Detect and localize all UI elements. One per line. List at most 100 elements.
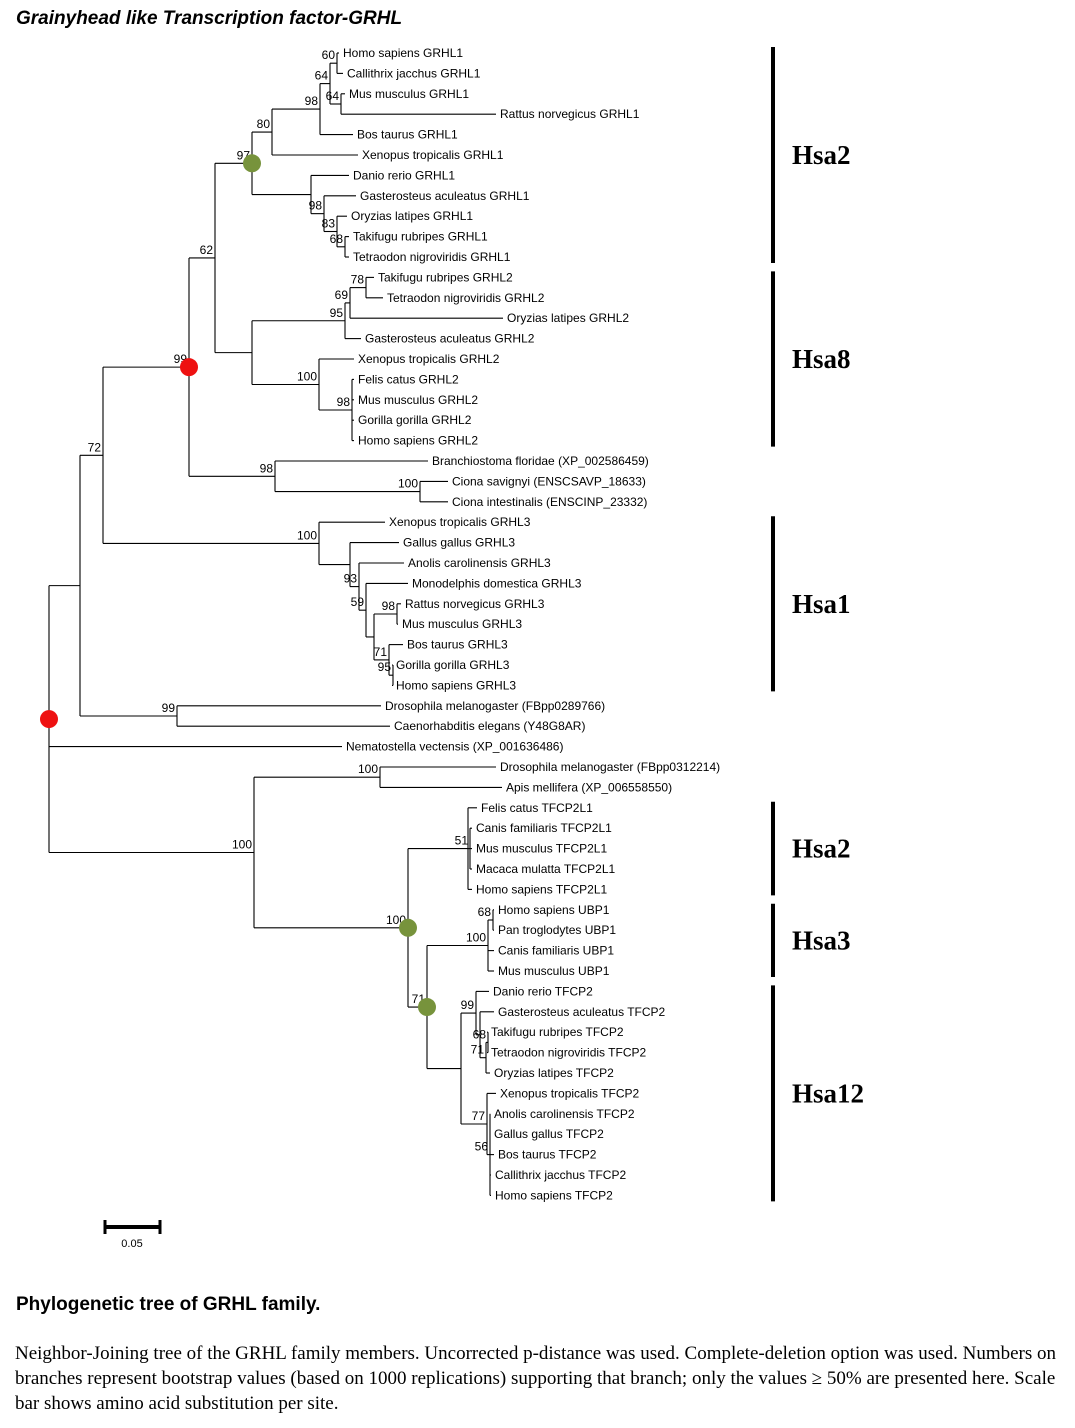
taxon-label: Gasterosteus aculeatus TFCP2 bbox=[498, 1005, 666, 1019]
taxon-label: Gallus gallus TFCP2 bbox=[494, 1127, 604, 1141]
taxon-label: Homo sapiens TFCP2L1 bbox=[476, 882, 608, 896]
taxon-label: Drosophila melanogaster (FBpp0312214) bbox=[500, 760, 720, 774]
clade-label: Hsa2 bbox=[792, 140, 851, 170]
taxon-label: Homo sapiens TFCP2 bbox=[495, 1188, 613, 1202]
taxon-label: Mus musculus UBP1 bbox=[498, 964, 610, 978]
taxon-label: Canis familiaris TFCP2L1 bbox=[476, 821, 612, 835]
figure-title: Grainyhead like Transcription factor-GRH… bbox=[16, 8, 403, 29]
taxon-label: Homo sapiens UBP1 bbox=[498, 903, 610, 917]
taxon-label: Anolis carolinensis GRHL3 bbox=[408, 556, 551, 570]
bootstrap-value: 68 bbox=[330, 232, 344, 246]
highlighted-node-dot bbox=[243, 154, 261, 173]
taxon-label: Bos taurus TFCP2 bbox=[498, 1148, 597, 1162]
bootstrap-value: 100 bbox=[466, 931, 486, 945]
taxon-label: Gallus gallus GRHL3 bbox=[403, 536, 515, 550]
taxon-label: Homo sapiens GRHL3 bbox=[396, 678, 516, 692]
taxon-label: Anolis carolinensis TFCP2 bbox=[494, 1107, 635, 1121]
scale-bar-label: 0.05 bbox=[121, 1238, 142, 1250]
taxon-label: Felis catus GRHL2 bbox=[358, 372, 459, 386]
taxon-label: Oryzias latipes TFCP2 bbox=[494, 1066, 614, 1080]
taxon-label: Bos taurus GRHL1 bbox=[357, 128, 458, 142]
bootstrap-value: 69 bbox=[335, 288, 349, 302]
bootstrap-value: 68 bbox=[478, 905, 492, 919]
taxon-label: Gorilla gorilla GRHL2 bbox=[358, 413, 472, 427]
taxon-label: Gasterosteus aculeatus GRHL1 bbox=[360, 189, 530, 203]
taxon-label: Homo sapiens GRHL1 bbox=[343, 46, 463, 60]
taxon-label: Nematostella vectensis (XP_001636486) bbox=[346, 740, 563, 754]
bootstrap-value: 60 bbox=[322, 48, 336, 62]
bootstrap-value: 62 bbox=[200, 243, 214, 257]
bootstrap-value: 68 bbox=[473, 1027, 487, 1041]
taxon-label: Xenopus tropicalis GRHL1 bbox=[362, 148, 504, 162]
taxon-label: Callithrix jacchus TFCP2 bbox=[495, 1168, 626, 1182]
bootstrap-value: 98 bbox=[382, 599, 396, 613]
caption-heading: Phylogenetic tree of GRHL family. bbox=[16, 1294, 321, 1315]
highlighted-node-dot bbox=[418, 998, 436, 1017]
taxon-label: Ciona savignyi (ENSCSAVP_18633) bbox=[452, 474, 646, 488]
highlighted-node-dot bbox=[40, 710, 58, 729]
bootstrap-value: 98 bbox=[305, 94, 319, 108]
taxon-label: Oryzias latipes GRHL1 bbox=[351, 209, 473, 223]
taxon-label: Bos taurus GRHL3 bbox=[407, 638, 508, 652]
taxon-label: Tetraodon nigroviridis TFCP2 bbox=[491, 1046, 647, 1060]
bootstrap-value: 95 bbox=[330, 306, 344, 320]
taxon-label: Apis mellifera (XP_006558550) bbox=[506, 780, 672, 794]
taxon-label: Oryzias latipes GRHL2 bbox=[507, 311, 629, 325]
taxon-label: Danio rerio TFCP2 bbox=[493, 984, 593, 998]
clade-label: Hsa2 bbox=[792, 834, 851, 864]
clade-label: Hsa1 bbox=[792, 589, 851, 619]
bootstrap-value: 100 bbox=[297, 528, 317, 542]
taxon-label: Monodelphis domestica GRHL3 bbox=[412, 576, 582, 590]
taxon-label: Takifugu rubripes GRHL2 bbox=[378, 270, 513, 284]
bootstrap-value: 71 bbox=[471, 1043, 485, 1057]
taxon-label: Rattus norvegicus GRHL1 bbox=[500, 107, 640, 121]
taxon-label: Rattus norvegicus GRHL3 bbox=[405, 597, 545, 611]
highlighted-nodes bbox=[40, 154, 436, 1017]
taxon-label: Mus musculus GRHL3 bbox=[402, 617, 522, 631]
taxon-label: Takifugu rubripes GRHL1 bbox=[353, 230, 488, 244]
taxon-label: Tetraodon nigroviridis GRHL1 bbox=[353, 250, 511, 264]
taxon-label: Homo sapiens GRHL2 bbox=[358, 434, 478, 448]
taxon-label: Gorilla gorilla GRHL3 bbox=[396, 658, 510, 672]
bootstrap-value: 95 bbox=[378, 660, 392, 674]
bootstrap-value: 78 bbox=[351, 273, 365, 287]
bootstrap-value: 100 bbox=[398, 477, 418, 491]
taxon-label: Drosophila melanogaster (FBpp0289766) bbox=[385, 699, 605, 713]
clade-label: Hsa12 bbox=[792, 1078, 864, 1108]
bootstrap-value: 64 bbox=[326, 89, 340, 103]
bootstrap-value: 59 bbox=[351, 595, 365, 609]
bootstrap-value: 93 bbox=[344, 572, 358, 586]
taxon-label: Tetraodon nigroviridis GRHL2 bbox=[387, 291, 545, 305]
bootstrap-value: 64 bbox=[315, 69, 329, 83]
bootstrap-value: 71 bbox=[374, 645, 388, 659]
taxon-label: Danio rerio GRHL1 bbox=[353, 168, 455, 182]
bootstrap-value: 100 bbox=[358, 762, 378, 776]
taxon-label: Takifugu rubripes TFCP2 bbox=[491, 1025, 624, 1039]
bootstrap-value: 83 bbox=[322, 217, 336, 231]
scale-bar: 0.05 bbox=[103, 1220, 162, 1250]
bootstrap-value: 98 bbox=[337, 395, 351, 409]
bootstrap-value: 100 bbox=[232, 838, 252, 852]
taxon-label: Xenopus tropicalis GRHL2 bbox=[358, 352, 500, 366]
bootstrap-value: 99 bbox=[461, 998, 475, 1012]
taxon-label: Felis catus TFCP2L1 bbox=[481, 801, 593, 815]
bootstrap-value: 100 bbox=[297, 370, 317, 384]
taxon-label: Mus musculus TFCP2L1 bbox=[476, 842, 607, 856]
bootstrap-value: 98 bbox=[260, 461, 274, 475]
taxon-label: Pan troglodytes UBP1 bbox=[498, 923, 616, 937]
highlighted-node-dot bbox=[399, 918, 417, 937]
taxon-label: Canis familiaris UBP1 bbox=[498, 944, 614, 958]
taxon-label: Mus musculus GRHL1 bbox=[349, 87, 469, 101]
bootstrap-value: 72 bbox=[88, 440, 102, 454]
clade-label: Hsa8 bbox=[792, 344, 851, 374]
taxon-label: Mus musculus GRHL2 bbox=[358, 393, 478, 407]
bootstrap-value: 77 bbox=[472, 1109, 486, 1123]
taxon-label: Macaca mulatta TFCP2L1 bbox=[476, 862, 615, 876]
bootstrap-labels: 6064649880688398977869959810062100989998… bbox=[88, 48, 492, 1153]
bootstrap-value: 56 bbox=[475, 1140, 489, 1154]
clade-label: Hsa3 bbox=[792, 925, 851, 955]
highlighted-node-dot bbox=[180, 358, 198, 377]
